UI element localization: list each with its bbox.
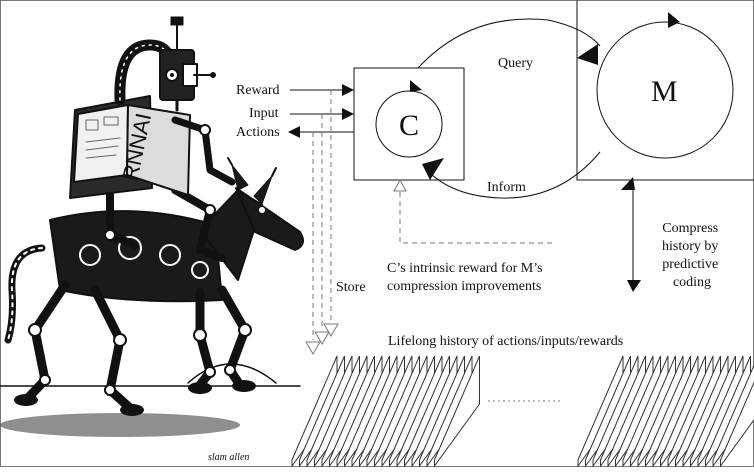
history-sheets-left	[292, 356, 480, 466]
store-dashed-arrows	[313, 90, 331, 340]
horse-eye	[259, 207, 265, 213]
horse-ear-left	[232, 165, 248, 190]
model-circle-arrowhead	[668, 12, 680, 28]
input-label: Input	[249, 106, 279, 121]
history-label: Lifelong history of actions/inputs/rewar…	[388, 334, 623, 349]
io-arrows	[288, 84, 356, 138]
input-arrowhead	[342, 108, 354, 120]
intrinsic-reward-label: C’s intrinsic reward for M’s compression…	[387, 261, 546, 294]
reward-arrowhead	[342, 84, 354, 96]
horse-ear-right	[254, 176, 272, 204]
query-label: Query	[498, 56, 533, 71]
reward-label: Reward	[236, 83, 280, 98]
compress-arrowhead-up	[621, 177, 635, 190]
actions-arrowhead	[288, 126, 300, 138]
history-sheets-right	[578, 356, 754, 466]
signature: slam allen	[208, 452, 249, 463]
compress-label: Compress history by predictive coding	[662, 221, 722, 290]
intrinsic-reward-arrowhead	[394, 180, 406, 191]
model-label: M	[651, 75, 678, 108]
inform-label: Inform	[487, 180, 526, 195]
ground-shadow	[0, 413, 240, 437]
intrinsic-reward-dashed-path	[400, 190, 552, 243]
store-label: Store	[336, 280, 366, 295]
store-arrowheads	[306, 324, 338, 354]
controller-label: C	[399, 109, 419, 142]
robot-rider-on-robot-horse-illustration: RNNAI	[0, 17, 303, 437]
compress-arrowhead-down	[627, 280, 641, 292]
actions-label: Actions	[236, 125, 280, 140]
query-arrowhead	[577, 44, 598, 65]
